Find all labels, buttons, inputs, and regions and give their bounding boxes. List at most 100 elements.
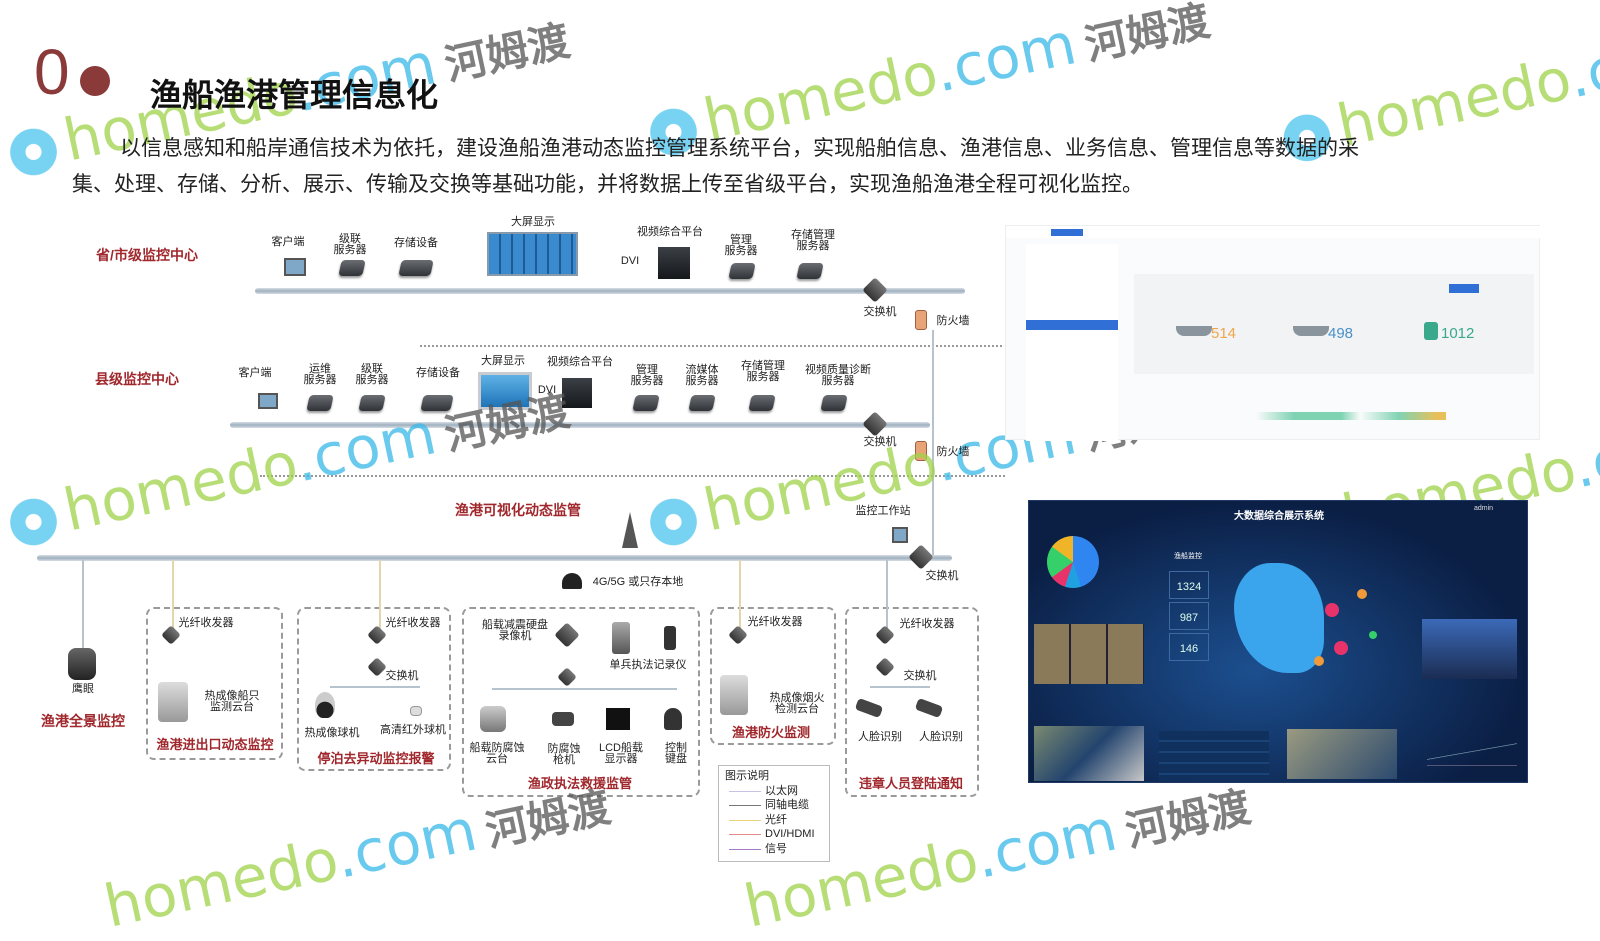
panel-title: 渔船监控 bbox=[1174, 553, 1202, 560]
thermal-ptz-icon bbox=[158, 682, 188, 722]
group-title: 渔港全景监控 bbox=[41, 713, 125, 729]
server-icon bbox=[748, 395, 776, 411]
province-bus bbox=[255, 288, 965, 294]
device-label: 视频综合平台 bbox=[547, 356, 613, 368]
wireless-label: 4G/5G 或只存本地 bbox=[592, 576, 684, 588]
server-icon bbox=[632, 395, 660, 411]
client-icon bbox=[284, 258, 306, 276]
device-label: 存储设备 bbox=[416, 367, 460, 379]
page-title: 渔船渔港管理信息化 bbox=[150, 77, 439, 113]
device-label: 运维 服务器 bbox=[303, 363, 337, 386]
switch-label: 交换机 bbox=[863, 436, 897, 448]
eagle-eye-camera-icon bbox=[68, 648, 96, 680]
device-label: 单兵执法记录仪 bbox=[609, 659, 687, 671]
map-marker bbox=[1314, 656, 1324, 666]
server-icon bbox=[796, 263, 824, 279]
storage-icon bbox=[398, 260, 434, 276]
device-label: 存储管理 服务器 bbox=[791, 229, 835, 252]
group-title: 渔政执法救援监管 bbox=[527, 776, 633, 791]
server-icon bbox=[306, 395, 334, 411]
map-marker bbox=[1334, 641, 1348, 655]
section-number: 0 bbox=[34, 36, 70, 108]
county-center-label: 县级监控中心 bbox=[95, 371, 179, 387]
dome-camera-icon bbox=[315, 692, 335, 718]
stat-value: 514 bbox=[1211, 325, 1237, 342]
device-label: 管理 服务器 bbox=[630, 364, 664, 387]
link-line bbox=[82, 560, 84, 650]
top-nav bbox=[1006, 226, 1541, 238]
dashboard-screenshot: 大数据综合展示系统 admin 渔船监控 1324 987 146 bbox=[1028, 500, 1528, 783]
province-center-label: 省/市级监控中心 bbox=[96, 247, 198, 263]
fiber-label: 光纤收发器 bbox=[385, 617, 441, 629]
divider bbox=[260, 475, 1005, 477]
device-label: 管理 服务器 bbox=[724, 234, 758, 257]
divider bbox=[420, 345, 1002, 347]
workstation-label: 监控工作站 bbox=[855, 505, 911, 517]
link-line bbox=[492, 688, 677, 690]
workstation-icon bbox=[892, 527, 908, 543]
device-label: 热成像球机 bbox=[304, 727, 360, 739]
stat-value: 1012 bbox=[1441, 325, 1475, 342]
active-tab bbox=[1051, 229, 1083, 236]
joystick-icon bbox=[664, 708, 682, 730]
building-video bbox=[1422, 619, 1517, 679]
fiber-line bbox=[739, 560, 741, 630]
group-title: 渔港进出口动态监控 bbox=[156, 737, 274, 752]
fiber-line bbox=[379, 560, 381, 630]
stat-value: 498 bbox=[1328, 325, 1354, 342]
harbor-bus bbox=[37, 555, 952, 561]
area-chart bbox=[1256, 412, 1446, 420]
server-icon bbox=[728, 263, 756, 279]
stat-box: 987 bbox=[1169, 602, 1209, 630]
legend-title: 图示说明 bbox=[725, 770, 769, 782]
thermal-ptz-icon bbox=[720, 675, 748, 715]
cabinet-icon bbox=[562, 378, 592, 408]
fiber-label: 光纤收发器 bbox=[178, 617, 234, 629]
screen-icon bbox=[478, 372, 532, 410]
group-box bbox=[845, 607, 979, 797]
search-button[interactable] bbox=[1449, 284, 1479, 293]
intro-line-1: 以信息感知和船岸通信技术为依托，建设渔船渔港动态监控管理系统平台，实现船舶信息、… bbox=[120, 137, 1359, 160]
switch-icon bbox=[862, 411, 888, 437]
device-label: LCD船载 显示器 bbox=[598, 742, 644, 765]
device-label: 船载减震硬盘 录像机 bbox=[482, 619, 548, 642]
harbor-label: 渔港可视化动态监管 bbox=[455, 502, 581, 518]
bullet-dot bbox=[80, 66, 110, 96]
cabinet-icon bbox=[658, 247, 690, 279]
harbor-photo bbox=[1287, 729, 1397, 779]
dashboard-title: 大数据综合展示系统 bbox=[1234, 511, 1324, 522]
server-icon bbox=[338, 260, 366, 276]
group-box bbox=[146, 607, 283, 760]
device-label: 人脸识别 bbox=[858, 731, 902, 743]
wireless-icon bbox=[562, 573, 582, 589]
device-label: 客户端 bbox=[271, 236, 305, 248]
switch-label: 交换机 bbox=[385, 670, 419, 682]
lcd-monitor-icon bbox=[606, 708, 630, 730]
device-label: 热成像船只 监测云台 bbox=[204, 690, 260, 713]
device-label: 级联 服务器 bbox=[355, 363, 389, 386]
switch-label: 交换机 bbox=[925, 570, 959, 582]
data-table bbox=[1159, 731, 1269, 781]
dvi-label: DVI bbox=[537, 384, 557, 396]
device-label: 存储管理 服务器 bbox=[741, 360, 785, 383]
legend-signal: 信号 bbox=[725, 841, 823, 856]
legend-fiber: 光纤 bbox=[725, 812, 823, 827]
server-icon bbox=[688, 395, 716, 411]
user-name: admin bbox=[1474, 505, 1494, 512]
device-label: 视频综合平台 bbox=[637, 226, 703, 238]
line-chart bbox=[1427, 741, 1517, 766]
crew-icon bbox=[1424, 322, 1438, 340]
statistics-screenshot: 514 498 1012 bbox=[1005, 225, 1541, 441]
legend-ethernet: 以太网 bbox=[725, 783, 823, 798]
dvi-label: DVI bbox=[620, 255, 640, 267]
county-bus bbox=[230, 422, 930, 428]
map-marker bbox=[1325, 603, 1339, 617]
firewall-icon bbox=[915, 441, 927, 461]
switch-label: 交换机 bbox=[863, 306, 897, 318]
video-wall-icon bbox=[487, 232, 578, 276]
group-box bbox=[462, 607, 700, 797]
ship-icon bbox=[1176, 326, 1212, 336]
device-label: 控制 键盘 bbox=[665, 742, 687, 765]
device-label: 流媒体 服务器 bbox=[685, 364, 719, 387]
legend-dvi: DVI/HDMI bbox=[725, 827, 823, 842]
